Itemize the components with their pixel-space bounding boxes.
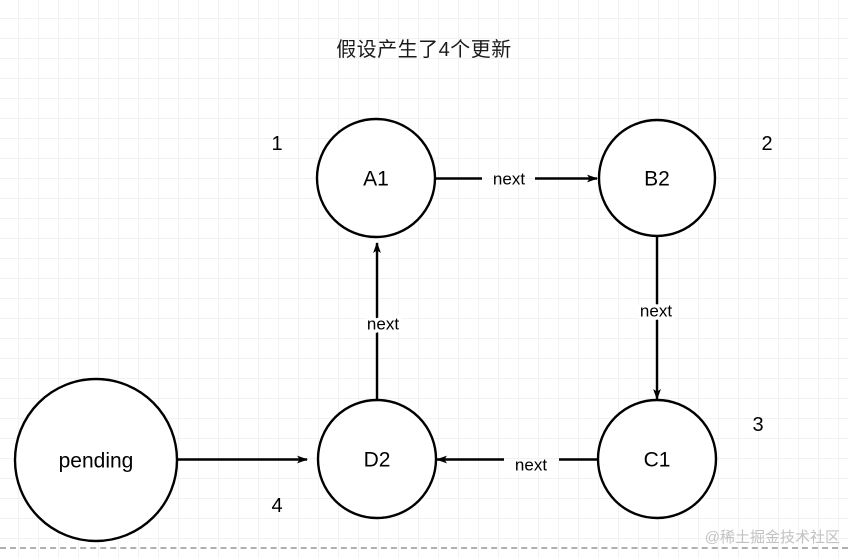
edge-label-b2-to-c1: next	[640, 302, 672, 321]
node-c1-circle[interactable]	[596, 398, 718, 520]
node-a1-label: A1	[363, 168, 389, 191]
node-pending-label: pending	[59, 450, 134, 473]
node-a1-circle[interactable]	[315, 117, 437, 239]
diagram-title: 假设产生了4个更新	[336, 39, 512, 61]
index-label-4: 4	[271, 495, 282, 517]
node-pending[interactable]: pending	[13, 377, 179, 543]
edge-b2-to-c1: next	[636, 236, 676, 400]
node-b2-circle[interactable]	[597, 118, 717, 238]
edge-label-a1-to-b2: next	[493, 170, 525, 189]
watermark: @稀土掘金技术社区	[704, 529, 840, 546]
index-label-1: 1	[271, 133, 282, 155]
node-c1-label: C1	[644, 449, 671, 472]
index-label-2: 2	[761, 133, 772, 155]
node-b2[interactable]: B2	[597, 118, 717, 238]
index-label-3: 3	[752, 414, 763, 436]
edge-label-d2-to-a1: next	[367, 315, 399, 334]
canvas-boundary-divider	[0, 547, 848, 549]
edge-c1-to-d2: next	[436, 456, 598, 475]
node-b2-label: B2	[644, 168, 670, 191]
node-d2[interactable]: D2	[316, 398, 438, 520]
node-pending-circle[interactable]	[13, 377, 179, 543]
node-d2-circle[interactable]	[316, 398, 438, 520]
edge-a1-to-b2: next	[435, 170, 598, 189]
node-c1[interactable]: C1	[596, 398, 718, 520]
edge-label-c1-to-d2: next	[515, 456, 547, 475]
node-d2-label: D2	[364, 449, 391, 472]
node-a1[interactable]: A1	[315, 117, 437, 239]
edge-d2-to-a1: next	[363, 242, 403, 400]
